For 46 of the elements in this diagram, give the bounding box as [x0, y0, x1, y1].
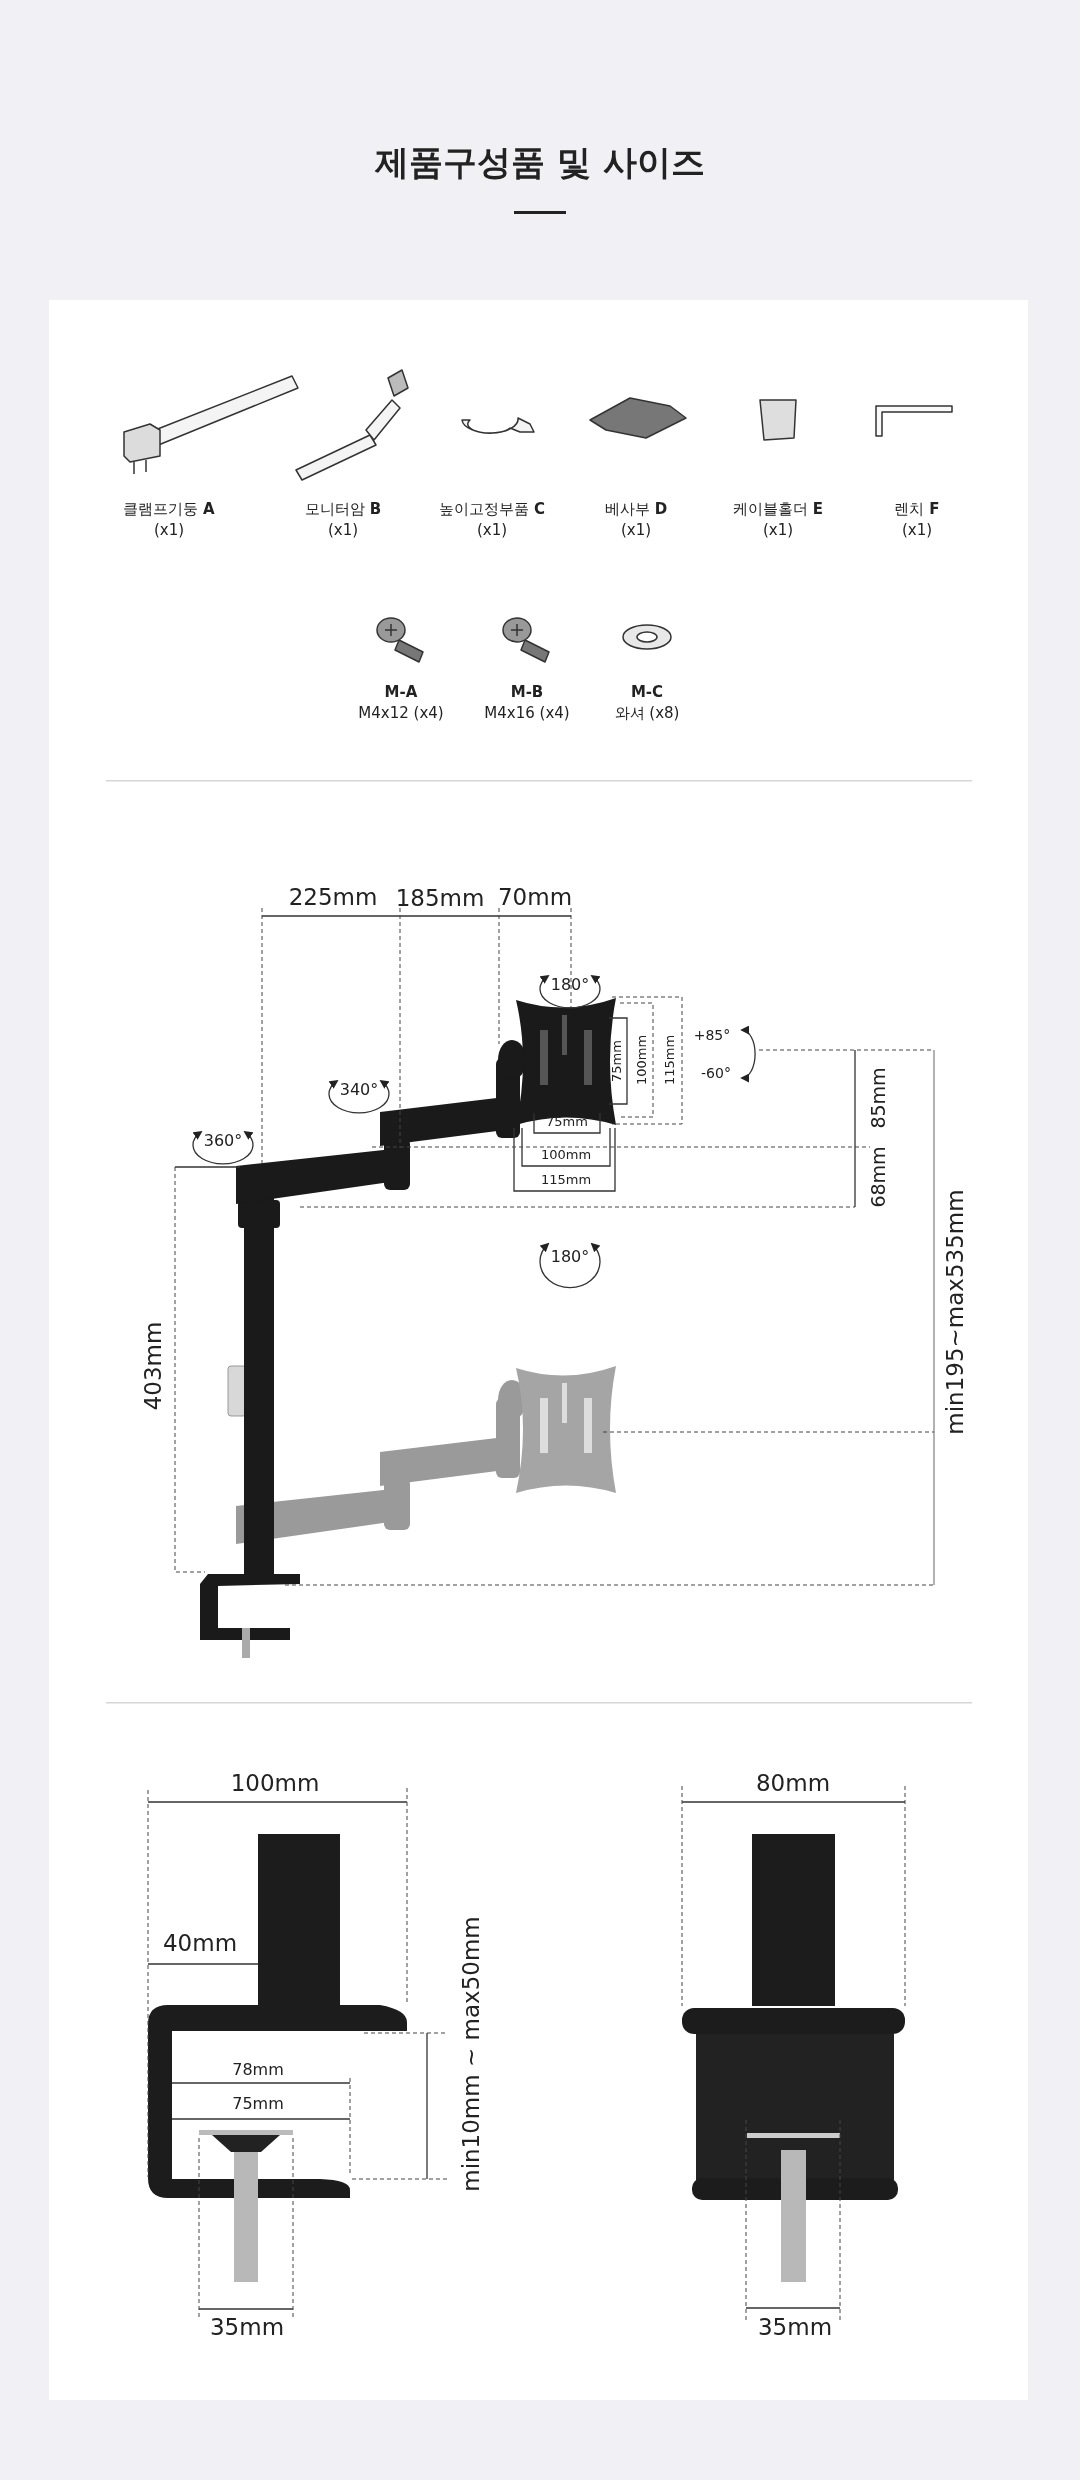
dimension-label: 35mm [757, 2315, 833, 2341]
quantity-label: (x1) [620, 521, 652, 539]
dimension-label: 68mm [867, 1146, 889, 1208]
dimension-label: 70mm [497, 885, 573, 911]
dimension-label: min195~max535mm [943, 1189, 969, 1435]
quantity-label: (x1) [327, 521, 359, 539]
part-name: 클램프기둥 A [123, 500, 215, 518]
part-name: M-B [510, 683, 544, 701]
part-name: 모니터암 B [304, 500, 382, 518]
quantity-label: M4x16 (x4) [484, 704, 570, 722]
dimension-label: 115mm [662, 1034, 678, 1086]
quantity-label: M4x12 (x4) [358, 704, 444, 722]
dimension-label: 75mm [609, 1040, 625, 1082]
title: 제품구성품 및 사이즈 [375, 144, 705, 182]
angle-label: 180° [550, 976, 590, 994]
angle-label: 180° [550, 1248, 590, 1266]
dimension-label: 115mm [540, 1172, 592, 1188]
dimension-label: 403mm [141, 1321, 167, 1411]
dimension-label: 225mm [288, 885, 378, 911]
quantity-label: (x1) [153, 521, 185, 539]
quantity-label: (x1) [901, 521, 933, 539]
angle-label: +85° [693, 1028, 731, 1044]
part-name: M-A [384, 683, 418, 701]
dimension-label: 80mm [755, 1771, 831, 1797]
dimension-label: 75mm [232, 2095, 284, 2113]
part-name: 렌치 F [894, 500, 940, 518]
dimension-label: 35mm [209, 2315, 285, 2341]
dimension-label: min10mm ~ max50mm [459, 1916, 485, 2192]
part-name: M-C [630, 683, 664, 701]
quantity-label: 와셔 (x8) [614, 704, 680, 722]
quantity-label: (x1) [762, 521, 794, 539]
part-name: 베사부 D [604, 500, 668, 518]
part-name: 높이고정부품 C [439, 500, 545, 518]
part-name: 케이블홀더 E [733, 500, 823, 518]
dimension-label: 85mm [867, 1067, 889, 1129]
angle-label: 360° [203, 1132, 243, 1150]
dimension-label: 75mm [546, 1114, 588, 1130]
angle-label: -60° [701, 1066, 731, 1082]
angle-label: 340° [339, 1081, 379, 1099]
dimension-label: 100mm [634, 1034, 650, 1086]
dimension-label: 100mm [540, 1147, 592, 1163]
dimension-label: 185mm [395, 886, 485, 912]
dimension-label: 100mm [230, 1771, 320, 1797]
dimension-label: 40mm [162, 1931, 238, 1957]
dimension-label: 78mm [232, 2061, 284, 2079]
quantity-label: (x1) [476, 521, 508, 539]
